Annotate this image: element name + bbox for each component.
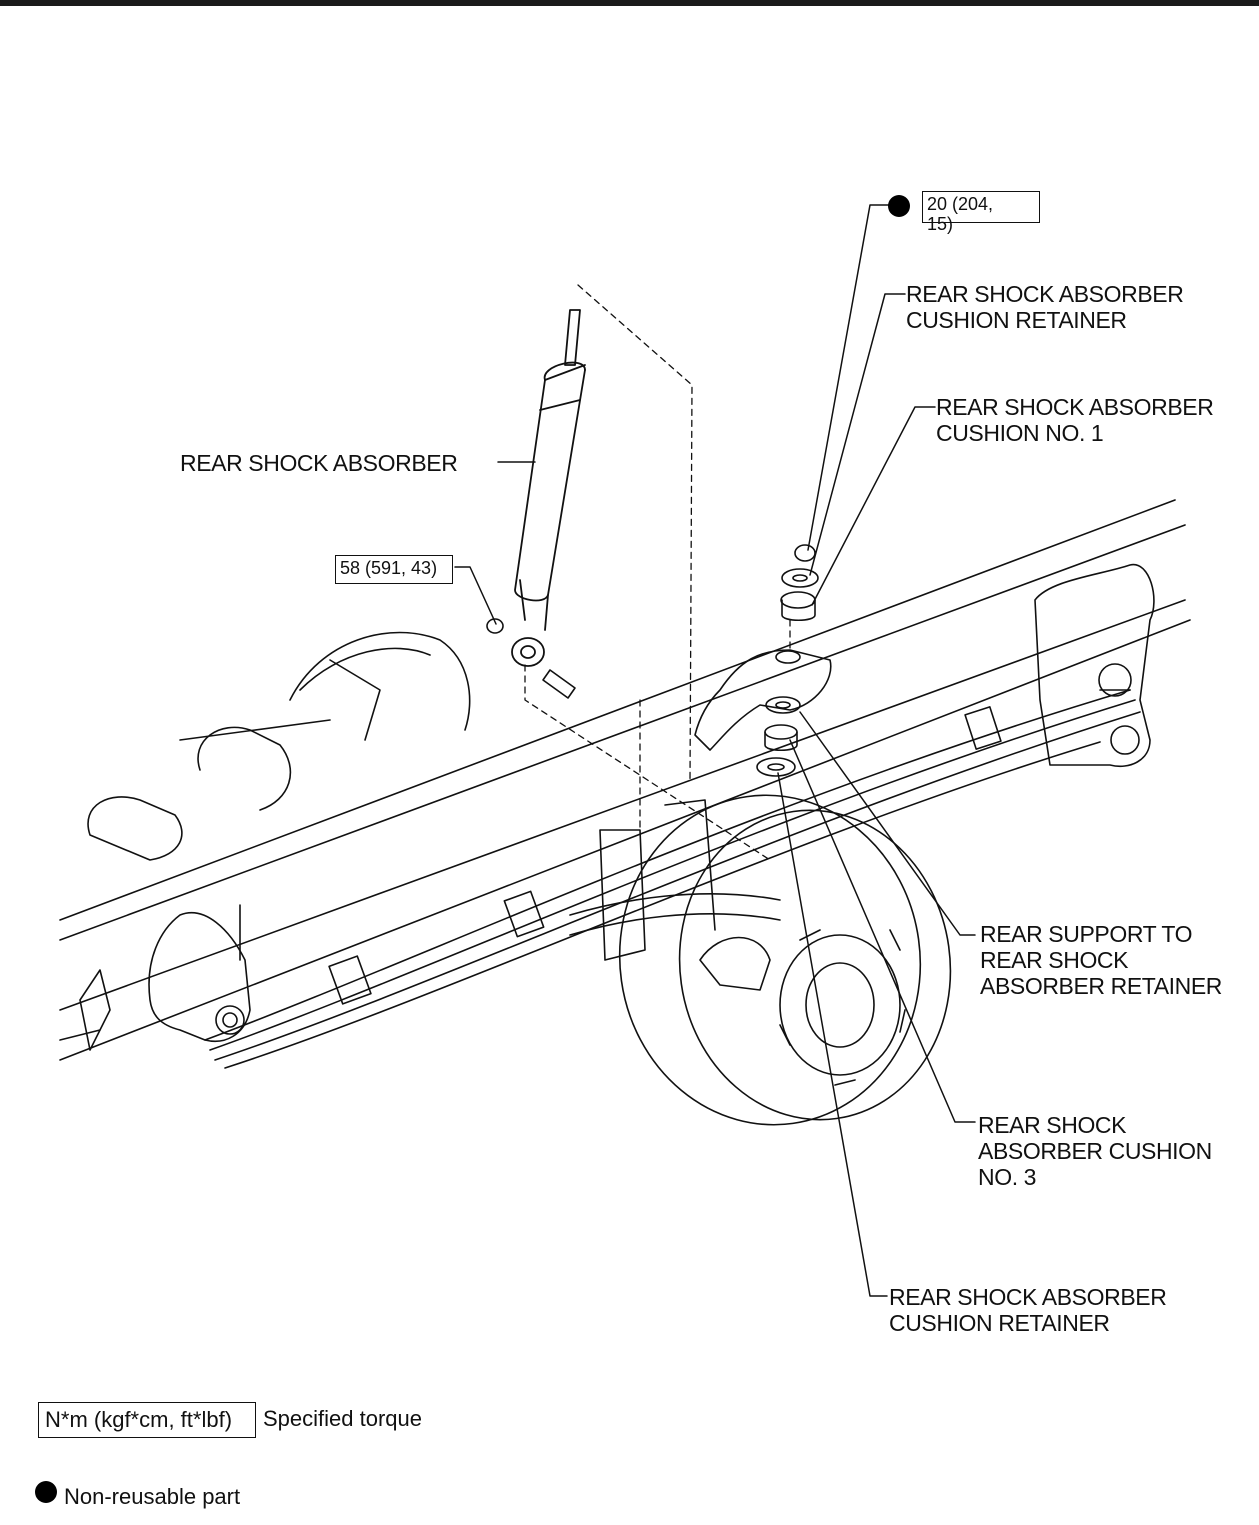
label-cushion-no1: REAR SHOCK ABSORBER CUSHION NO. 1 xyxy=(936,394,1214,446)
label-support-retainer: REAR SUPPORT TO REAR SHOCK ABSORBER RETA… xyxy=(980,921,1222,999)
legend-torque-unit-box: N*m (kgf*cm, ft*lbf) xyxy=(38,1402,256,1438)
legend-nonreusable-desc: Non-reusable part xyxy=(64,1484,241,1509)
label-cushion-no3: REAR SHOCK ABSORBER CUSHION NO. 3 xyxy=(978,1112,1212,1190)
label-rear-shock-absorber: REAR SHOCK ABSORBER xyxy=(180,450,458,476)
torque-lower-bolt: 58 (591, 43) xyxy=(335,555,453,584)
shock-mount-bracket xyxy=(694,649,832,751)
label-cushion-retainer-bottom: REAR SHOCK ABSORBER CUSHION RETAINER xyxy=(889,1284,1167,1336)
left-components xyxy=(87,631,471,861)
torque-upper-nut: 20 (204, 15) xyxy=(922,191,1040,234)
upper-stack xyxy=(780,544,819,622)
top-border xyxy=(0,0,1259,6)
leaf-spring xyxy=(204,689,1141,1069)
axle-housing xyxy=(569,799,781,961)
lower-stack xyxy=(756,696,801,777)
label-cushion-retainer-top: REAR SHOCK ABSORBER CUSHION RETAINER xyxy=(906,281,1184,333)
nonreusable-dot-upper xyxy=(888,195,910,217)
right-hanger xyxy=(1034,563,1155,767)
legend-torque-desc: Specified torque xyxy=(263,1406,422,1431)
lower-bolt-nut xyxy=(486,618,576,699)
alignment-dashes xyxy=(524,284,791,861)
shock-absorber xyxy=(511,309,586,667)
left-hanger xyxy=(59,912,251,1051)
brake-drum xyxy=(618,794,952,1126)
leader-lines xyxy=(454,204,976,1297)
legend-nonreusable-dot xyxy=(35,1481,57,1503)
